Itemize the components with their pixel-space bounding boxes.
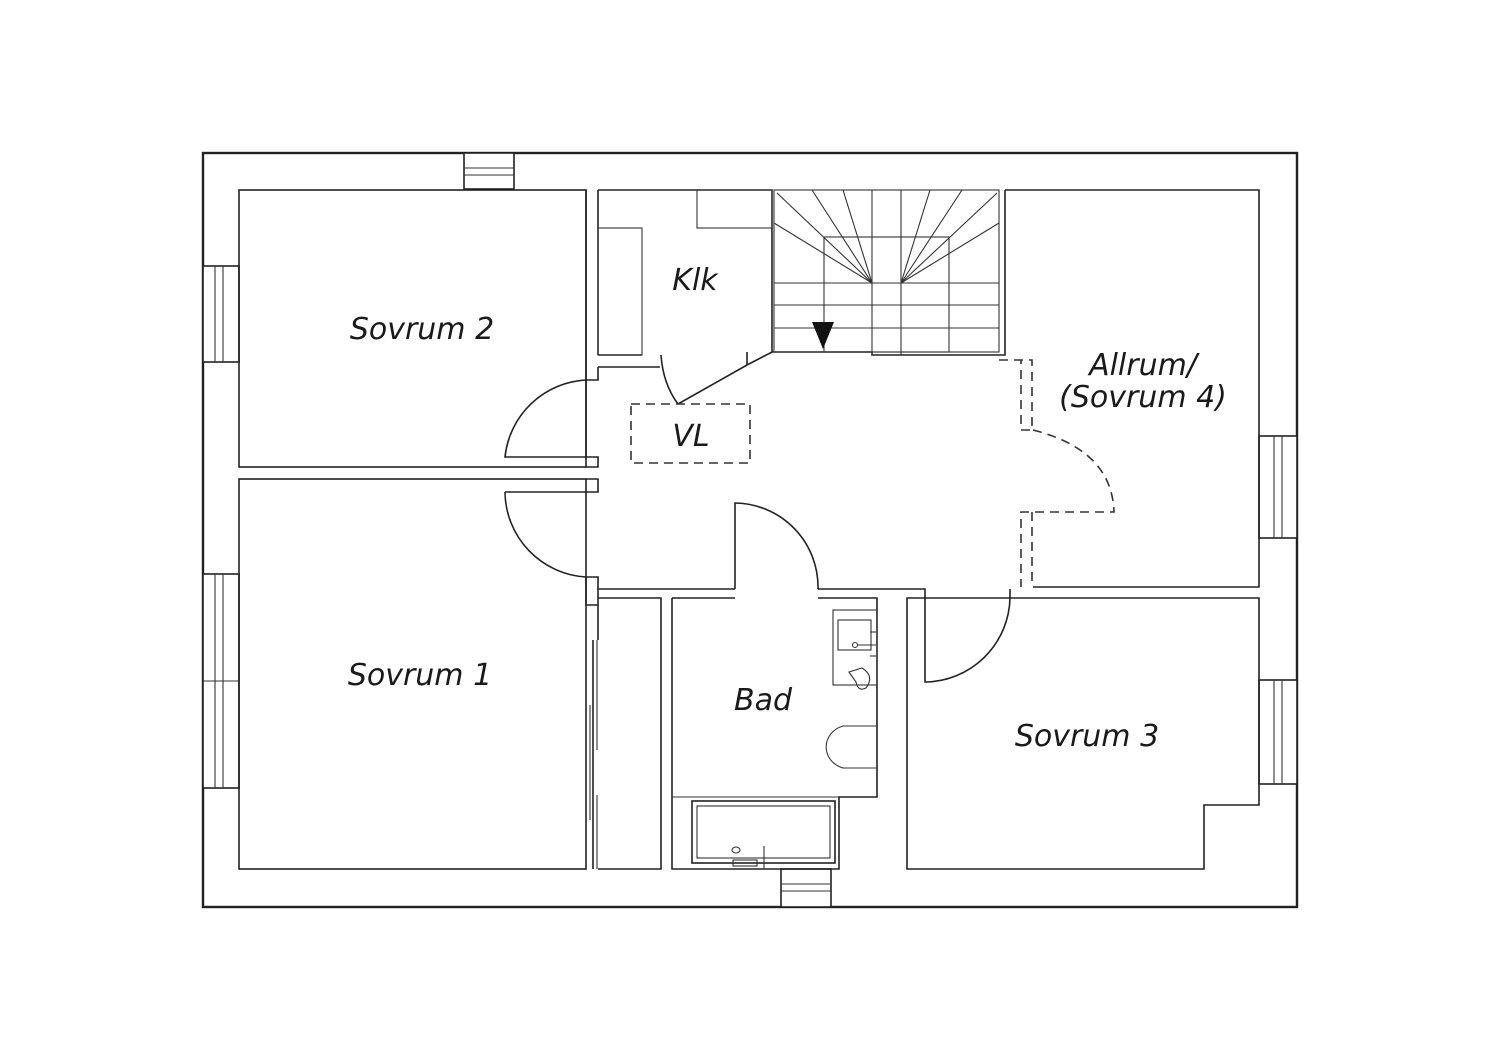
door-sovrum3 [924, 597, 1011, 683]
window-left-sovrum2 [202, 265, 240, 363]
window-bottom-bad [780, 868, 832, 908]
label-klk: Klk [672, 263, 719, 298]
windows [202, 152, 1298, 908]
label-vl: VL [672, 419, 709, 454]
stair-arrow-icon [812, 322, 834, 349]
door-sovrum1 [504, 491, 587, 578]
label-sovrum1: Sovrum 1 [348, 658, 492, 693]
window-right-sovrum3 [1258, 679, 1298, 785]
hall-walls [585, 190, 1011, 606]
staircase [773, 189, 1000, 355]
window-left-sovrum1 [202, 573, 240, 789]
outer-wall [201, 151, 1299, 909]
window-right-allrum [1258, 435, 1298, 539]
room-sovrum1 [238, 478, 587, 870]
doors [504, 379, 1011, 683]
door-bad [734, 502, 819, 590]
label-allrum-line2: (Sovrum 4) [1059, 380, 1227, 415]
room-sovrum3 [906, 597, 1260, 870]
door-sovrum2 [504, 379, 587, 458]
klk-closet [597, 189, 773, 405]
sink-icon [832, 609, 878, 690]
toilet-icon [825, 725, 877, 769]
window-top-sovrum2 [463, 152, 515, 190]
label-sovrum3: Sovrum 3 [1015, 719, 1159, 754]
label-bad: Bad [734, 683, 793, 718]
bathtub-icon [691, 800, 836, 869]
label-allrum-line1: Allrum/ [1087, 348, 1200, 383]
label-sovrum2: Sovrum 2 [350, 312, 494, 347]
wardrobe-sovrum1 [589, 597, 662, 870]
room-bad [671, 597, 878, 870]
allrum-dashed-wall [999, 359, 1115, 587]
room-allrum [1005, 189, 1260, 588]
